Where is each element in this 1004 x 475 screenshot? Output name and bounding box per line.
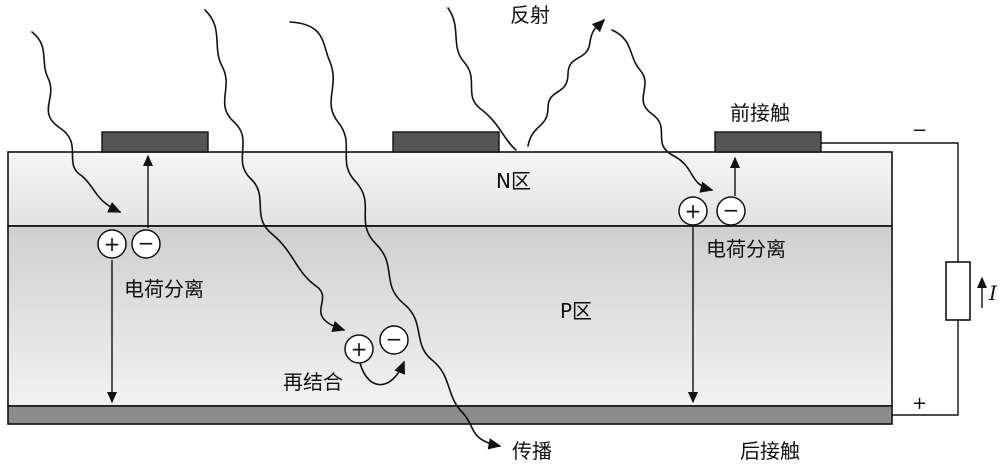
photon-ray-incoming-reflect — [447, 7, 517, 151]
external-wire — [821, 142, 959, 262]
front-contact-pad-3 — [714, 131, 822, 153]
electron-circle-right — [716, 196, 746, 226]
back-contact — [7, 405, 893, 425]
back-contact-label: 后接触 — [740, 439, 800, 463]
n-region — [7, 151, 893, 227]
electron-symbol: − — [386, 327, 403, 351]
hole-symbol: + — [104, 232, 121, 256]
photon-ray-left — [31, 31, 122, 213]
terminal-negative: − — [912, 120, 927, 141]
current-label: I — [988, 281, 998, 305]
hole-circle-recomb — [344, 334, 374, 364]
photon-ray-right — [611, 29, 714, 193]
photon-ray-recombination — [204, 9, 346, 332]
recombination-arrow — [359, 360, 406, 386]
photon-ray-reflected — [527, 18, 606, 147]
external-wire-bottom — [892, 320, 959, 416]
front-contact-pad-1 — [101, 131, 209, 153]
hole-circle-left — [97, 229, 127, 259]
n-region-label: N区 — [496, 169, 531, 193]
propagation-label: 传播 — [512, 439, 552, 463]
hole-circle-right — [678, 196, 708, 226]
p-region-label: P区 — [560, 299, 592, 323]
electron-circle-left — [131, 229, 161, 259]
hole-symbol: + — [685, 199, 702, 223]
charge-separation-label-right: 电荷分离 — [706, 237, 786, 261]
hole-symbol: + — [351, 337, 368, 361]
p-region — [7, 225, 893, 407]
load-resistor — [945, 261, 971, 321]
electron-symbol: − — [723, 198, 740, 222]
front-contact-label: 前接触 — [730, 101, 790, 125]
electron-circle-recomb — [379, 325, 409, 355]
front-contact-pad-2 — [392, 131, 500, 153]
terminal-positive: + — [912, 393, 927, 414]
electron-symbol: − — [138, 231, 155, 255]
photon-ray-propagation — [289, 21, 502, 450]
recombination-label: 再结合 — [283, 370, 343, 394]
charge-separation-label-left: 电荷分离 — [124, 277, 204, 301]
reflection-label: 反射 — [510, 3, 550, 27]
